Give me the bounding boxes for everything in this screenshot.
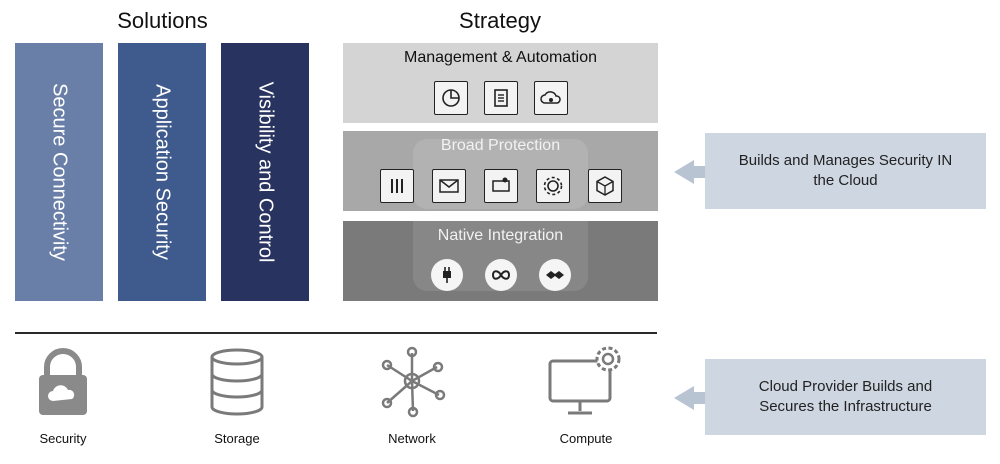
- tier-icons: [343, 81, 658, 115]
- cube-icon: [587, 169, 622, 203]
- pie-chart-icon: [433, 81, 468, 115]
- tier-native-integration: Native Integration: [343, 221, 658, 301]
- cloud-gear-icon: [533, 81, 568, 115]
- web-app-icon: [483, 169, 518, 203]
- pillar-application-security: Application Security: [118, 43, 206, 301]
- firewall-bars-icon: [379, 169, 414, 203]
- tier-icons: [343, 259, 658, 291]
- pillar-label: Secure Connectivity: [48, 83, 71, 261]
- infinity-icon: [484, 259, 517, 291]
- callout-cloud-security: Builds and Manages Security IN the Cloud: [705, 133, 986, 209]
- clipboard-icon: [483, 81, 518, 115]
- network-icon: [362, 345, 462, 424]
- pillar-secure-connectivity: Secure Connectivity: [15, 43, 103, 301]
- plug-icon: [430, 259, 463, 291]
- arrow-left-icon: [674, 386, 694, 410]
- mail-icon: [431, 169, 466, 203]
- tier-icons: [343, 169, 658, 203]
- infra-label-security: Security: [39, 431, 87, 446]
- callout-infrastructure: Cloud Provider Builds and Secures the In…: [705, 359, 986, 435]
- tier-title: Broad Protection: [440, 137, 561, 154]
- database-icon: [187, 345, 287, 424]
- divider: [15, 332, 657, 334]
- solutions-heading: Solutions: [117, 8, 208, 33]
- tier-title: Management & Automation: [403, 49, 597, 66]
- gear-sun-icon: [535, 169, 570, 203]
- cloud-lock-icon: [13, 345, 113, 424]
- infra-label-network: Network: [388, 431, 436, 446]
- arrow-tail: [692, 166, 706, 178]
- arrow-left-icon: [674, 160, 694, 184]
- pillar-label: Visibility and Control: [254, 81, 277, 263]
- pillar-visibility-control: Visibility and Control: [221, 43, 309, 301]
- monitor-gear-icon: [536, 345, 636, 426]
- tier-management-automation: Management & Automation: [343, 43, 658, 123]
- infra-label-compute: Compute: [559, 431, 613, 446]
- callout-text: Builds and Manages Security IN the Cloud: [738, 152, 953, 189]
- infra-label-storage: Storage: [214, 431, 260, 446]
- callout-text: Cloud Provider Builds and Secures the In…: [758, 378, 933, 415]
- tier-title: Native Integration: [437, 227, 564, 244]
- arrow-tail: [692, 392, 706, 404]
- strategy-heading: Strategy: [459, 8, 541, 33]
- handshake-icon: [538, 259, 571, 291]
- tier-broad-protection: Broad Protection: [343, 131, 658, 211]
- pillar-label: Application Security: [151, 84, 174, 260]
